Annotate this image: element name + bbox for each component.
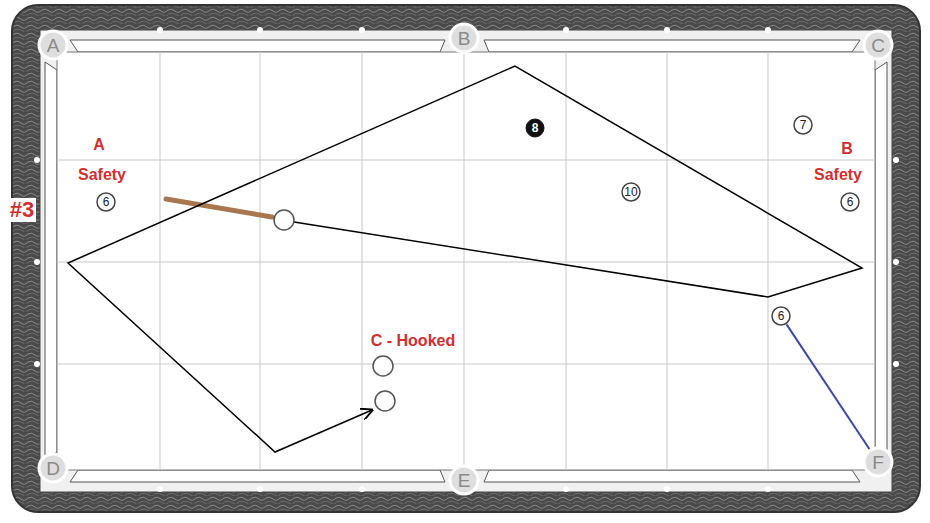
diamond [359,27,365,33]
cushion-edge [45,40,887,482]
ball: 6 [771,306,791,326]
ball-number: 6 [103,196,110,208]
ball-number: 6 [778,310,785,322]
shot-label: C - Hooked [369,332,457,350]
grid-line [57,160,875,161]
cloth [57,52,875,470]
pocket: A [38,30,68,60]
diamond [765,486,771,492]
pocket: D [38,453,68,483]
ball-number: 10 [624,186,637,198]
pocket: E [449,465,479,495]
shot-label: A [91,136,107,154]
grid-line [566,52,567,470]
diamond [257,486,263,492]
grid-line [464,52,465,470]
diamond [34,361,40,367]
shot-label: Safety [812,166,864,184]
diamond [34,157,40,163]
diamond [359,486,365,492]
grid-line [160,52,161,470]
ball-number: 6 [847,196,854,208]
shot-label: B [839,140,855,158]
grid-line [57,262,875,263]
grid-line [260,52,261,470]
diamond [664,27,670,33]
pocket-number: D [46,459,60,478]
pocket: B [449,23,479,53]
pocket-number: C [871,36,885,55]
eight-ball-number: 8 [532,122,539,134]
ball: 10 [621,182,641,202]
grid-line [362,52,363,470]
shot-label: Safety [76,166,128,184]
cue-ball-final [375,391,395,411]
diamond [893,157,899,163]
rail-diamonds [34,27,899,492]
grid-line [667,52,668,470]
pocket-number: F [872,453,884,472]
grid-line [768,52,769,470]
diamond [257,27,263,33]
pocket-number: A [47,36,60,55]
diamond [893,259,899,265]
diamond [157,486,163,492]
diamond [157,27,163,33]
pocket: F [863,447,893,477]
pocket-number: B [458,29,471,48]
diamond [563,486,569,492]
diamond [664,486,670,492]
diamond [765,27,771,33]
ball-number: 7 [800,119,807,131]
cue-ball-path [68,66,862,452]
ball: 6 [840,192,860,212]
cue-ball [274,210,294,230]
pocket: C [863,30,893,60]
diamond [34,259,40,265]
ghost-ball [373,356,393,376]
aim-line [787,324,870,449]
ball: 6 [96,192,116,212]
eight-ball: 8 [525,118,545,138]
diagram-number: #3 [8,198,36,222]
rail-wood [12,5,920,512]
cue-stick [166,199,272,217]
diamond [563,27,569,33]
pocket-number: E [458,471,471,490]
ball: 7 [793,115,813,135]
diamond [893,361,899,367]
cushion [40,30,892,492]
grid-lines [57,52,875,470]
